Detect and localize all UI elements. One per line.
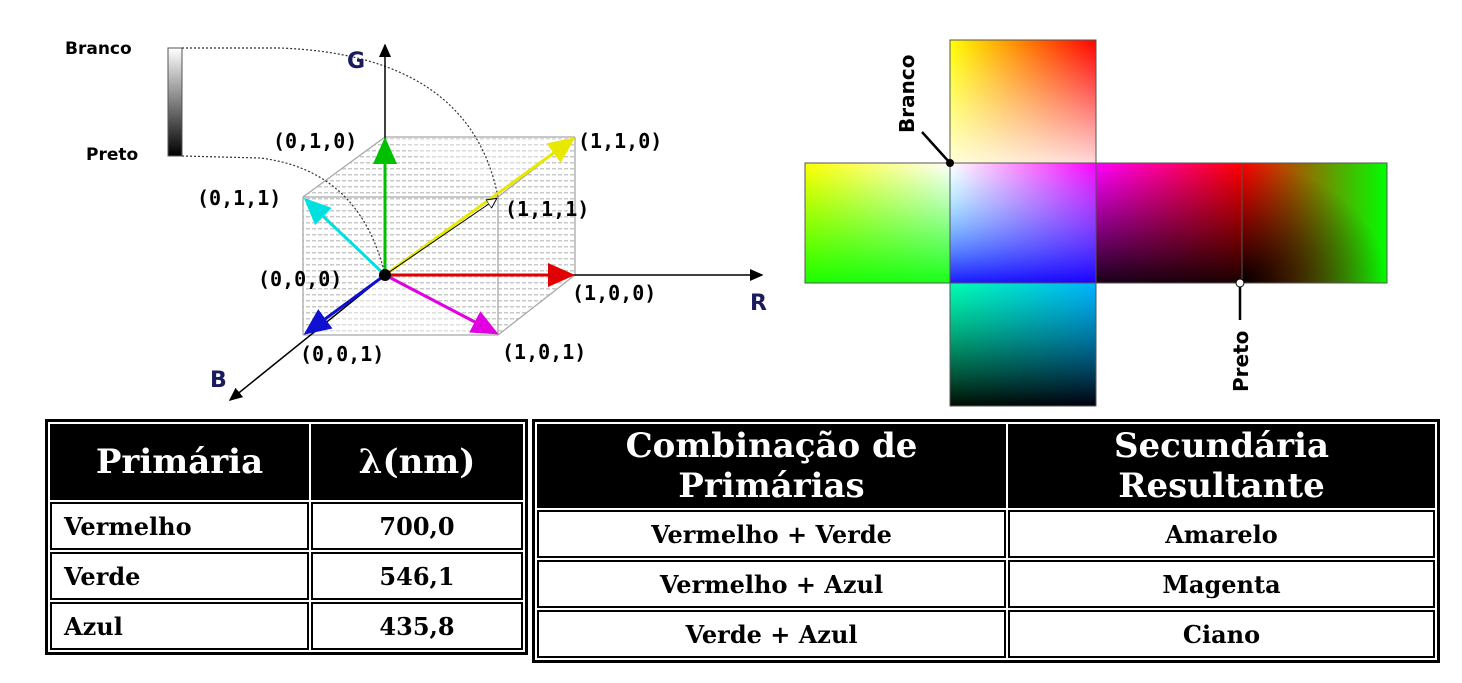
unfolded-black-label: Preto [1229, 331, 1253, 392]
black-point [1235, 278, 1245, 288]
primaries-header-row: Primária λ(nm) [50, 424, 523, 500]
vertex-label-blue: (0,0,1) [300, 342, 384, 366]
yellow-vector [384, 137, 576, 277]
center-face [950, 163, 1096, 283]
table-row: Vermelho + Azul Magenta [537, 560, 1435, 608]
vertex-label-green: (0,1,0) [273, 129, 357, 153]
vertex-label-white: (1,1,1) [505, 197, 589, 221]
g-axis-label: G [347, 49, 365, 74]
primaries-table: Primária λ(nm) Vermelho 700,0 Verde 546,… [45, 419, 528, 655]
combination-cell: Verde + Azul [537, 610, 1006, 658]
face-borders [804, 39, 1388, 407]
white-pointer-line [921, 131, 951, 164]
cyan-vector [303, 197, 387, 277]
primaries-header-wavelength: λ(nm) [311, 424, 523, 500]
primary-name: Azul [50, 602, 309, 650]
combinations-table: Combinação de Primárias Secundária Resul… [532, 419, 1440, 663]
combinations-header-result: Secundária Resultante [1008, 424, 1435, 508]
table-row: Vermelho + Verde Amarelo [537, 510, 1435, 558]
combinations-header-row: Combinação de Primárias Secundária Resul… [537, 424, 1435, 508]
unfolded-color-cube: Branco Preto [804, 39, 1388, 407]
combination-cell: Vermelho + Verde [537, 510, 1006, 558]
vertex-label-red: (1,0,0) [572, 281, 656, 305]
vertex-label-magenta: (1,0,1) [502, 340, 586, 364]
primary-wavelength: 546,1 [311, 552, 523, 600]
b-axis [228, 274, 386, 401]
primary-wavelength: 700,0 [311, 502, 523, 550]
result-cell: Ciano [1008, 610, 1435, 658]
bottom-face [950, 283, 1096, 406]
primaries-header-name: Primária [50, 424, 309, 500]
result-cell: Magenta [1008, 560, 1435, 608]
primary-name: Verde [50, 552, 309, 600]
left-face [805, 163, 950, 283]
r-axis-label: R [750, 291, 767, 316]
combination-cell: Vermelho + Azul [537, 560, 1006, 608]
white-point [946, 159, 954, 167]
table-row: Verde 546,1 [50, 552, 523, 600]
b-axis-label: B [210, 368, 227, 393]
grayscale-bar [167, 47, 183, 157]
white-guide-line [182, 47, 499, 198]
table-row: Verde + Azul Ciano [537, 610, 1435, 658]
magenta-vector [384, 273, 499, 335]
table-row: Azul 435,8 [50, 602, 523, 650]
result-cell: Amarelo [1008, 510, 1435, 558]
magenta-face [1096, 163, 1242, 283]
top-face [950, 40, 1096, 163]
primary-wavelength: 435,8 [311, 602, 523, 650]
combinations-header-combination: Combinação de Primárias [537, 424, 1006, 508]
table-row: Vermelho 700,0 [50, 502, 523, 550]
grayscale-black-label: Preto [86, 145, 138, 165]
unfolded-white-label: Branco [895, 55, 919, 133]
grayscale-white-label: Branco [65, 39, 132, 59]
white-vector [384, 199, 496, 276]
vertex-label-yellow: (1,1,0) [578, 129, 662, 153]
vertex-label-cyan: (0,1,1) [197, 186, 281, 210]
right-face [1242, 163, 1387, 283]
vertex-label-origin: (0,0,0) [258, 267, 342, 291]
blue-vector [303, 273, 386, 335]
primary-name: Vermelho [50, 502, 309, 550]
origin-point [379, 269, 391, 281]
rgb-cube-diagram: R G B (0,1,0) (1,1,0) (0,1,1) (1,1,1) (0… [65, 39, 767, 401]
